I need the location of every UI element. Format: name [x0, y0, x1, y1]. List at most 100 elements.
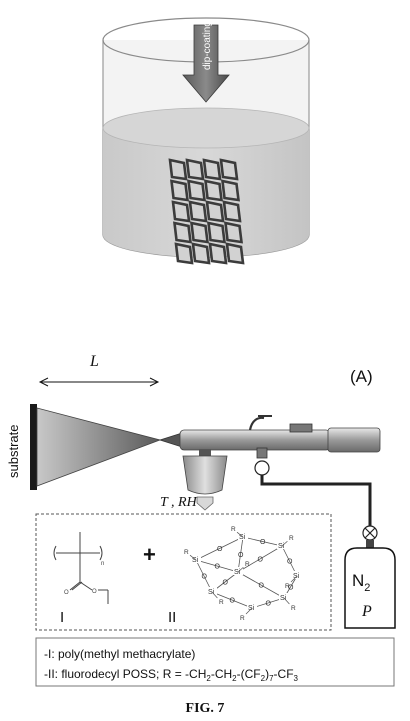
- mesh-cell: [172, 221, 193, 244]
- distance-label: L: [89, 353, 99, 370]
- poss-silicon-label: Si: [234, 569, 241, 576]
- mesh-cell: [188, 200, 208, 223]
- poss-r-bond: [281, 540, 288, 547]
- mesh-cell: [222, 200, 242, 223]
- poss-r-bond: [236, 531, 244, 538]
- component-2-numeral: II: [168, 609, 176, 626]
- poss-oxygen-label: O: [217, 546, 223, 553]
- poss-silicon-label: Si: [280, 595, 287, 602]
- svg-text:n: n: [101, 561, 104, 567]
- poss-atom-backdrop: [233, 567, 243, 575]
- poss-r-group-label: R: [219, 599, 224, 606]
- poss-r-group-label: R: [289, 535, 294, 542]
- mesh-cell: [208, 242, 228, 265]
- nitrogen-cylinder: N2 P: [344, 547, 396, 629]
- legend-box: [35, 637, 395, 687]
- poss-oxygen-label: O: [223, 580, 229, 587]
- dip-coating-arrow: [182, 24, 230, 103]
- spray-cone: [36, 407, 162, 487]
- poss-atom-backdrop: [207, 587, 217, 595]
- paint-reservoir: [182, 449, 228, 511]
- poss-r-bond: [283, 597, 290, 605]
- mesh-cell: [171, 200, 191, 223]
- air-hose: [254, 447, 378, 548]
- distance-arrow: [38, 377, 160, 387]
- poss-bond: [195, 559, 213, 593]
- dip-coating-panel: dip-coating: [102, 17, 310, 265]
- poss-atom-backdrop: [292, 571, 302, 579]
- poss-r-bond: [290, 575, 298, 583]
- poss-silicon-label: Si: [239, 534, 246, 541]
- mesh-cell: [205, 200, 225, 223]
- component-1-numeral: I: [60, 609, 64, 626]
- mesh-cell: [191, 242, 211, 265]
- poss-atom-backdrop: [238, 532, 248, 540]
- poss-bond: [237, 571, 285, 599]
- reservoir-conditions-label: T , RH: [160, 495, 198, 510]
- poss-atom-backdrop: [277, 541, 287, 549]
- mesh-cell: [174, 242, 194, 265]
- substrate-plate: [30, 404, 37, 490]
- mesh-cell: [203, 179, 224, 202]
- poss-r-group-label: R: [184, 549, 189, 556]
- poss-oxygen-label: O: [260, 539, 266, 546]
- legend-line-1: -I: poly(methyl methacrylate): [44, 647, 195, 661]
- poss-oxygen-label: O: [287, 559, 293, 566]
- svg-text:O: O: [64, 590, 69, 596]
- substrate-label: substrate: [6, 425, 21, 478]
- pmma-atoms: n O O: [64, 561, 104, 596]
- poss-silicon-label: Si: [192, 557, 199, 564]
- gas-label: N2: [352, 571, 370, 594]
- poss-silicon-label: Si: [278, 543, 285, 550]
- poss-r-group-label: R: [285, 583, 290, 590]
- poss-bond: [237, 545, 283, 573]
- poss-atom-backdrop: [279, 593, 289, 601]
- mesh-substrate: [168, 158, 245, 265]
- poss-oxygen-label: O: [258, 557, 264, 564]
- poss-r-bond: [237, 566, 244, 573]
- poss-r-bond: [189, 554, 197, 561]
- poss-atom-backdrop: [191, 555, 201, 563]
- mesh-cell: [225, 242, 245, 265]
- poss-structure: OOOOOOOOOOOOSiRSiRSiRSiRSiRSiRSiRSiR: [184, 526, 302, 622]
- poss-oxygen-label: O: [238, 552, 244, 559]
- mesh-cell: [223, 221, 244, 244]
- poss-oxygen-label: O: [230, 598, 236, 605]
- svg-text:O: O: [92, 589, 97, 595]
- poss-r-group-label: R: [240, 615, 245, 622]
- legend-line-2: -II: fluorodecyl POSS; R = -CH2-CH2-(CF2…: [44, 667, 299, 683]
- poss-r-bond: [211, 591, 218, 599]
- mesh-cell: [168, 158, 188, 181]
- mesh-cell: [202, 158, 222, 181]
- poss-oxygen-label: O: [259, 583, 265, 590]
- spray-coating-panel: (A) L substrate T , RH: [6, 353, 396, 716]
- figure-caption: FIG. 7: [186, 701, 225, 716]
- poss-bond: [237, 536, 244, 573]
- mesh-cell: [220, 179, 241, 202]
- poss-bond: [195, 559, 239, 573]
- liquid-surface: [102, 107, 310, 149]
- poss-r-group-label: R: [231, 526, 236, 533]
- plus-sign: +: [143, 542, 156, 567]
- mesh-cell: [219, 158, 239, 181]
- poss-silicon-label: Si: [208, 589, 215, 596]
- airbrush: [158, 415, 381, 453]
- poss-oxygen-label: O: [288, 585, 294, 592]
- poss-atom-backdrop: [247, 603, 257, 611]
- poss-oxygen-label: O: [215, 564, 221, 571]
- pmma-structure: [53, 532, 109, 604]
- poss-bond: [195, 536, 244, 561]
- panel-label: (A): [350, 367, 373, 386]
- structures-box: [35, 513, 332, 631]
- mesh-cell: [186, 179, 207, 202]
- poss-r-group-label: R: [245, 561, 250, 568]
- poss-oxygen-label: O: [202, 574, 208, 581]
- poss-oxygen-label: O: [266, 601, 272, 608]
- mesh-cell: [189, 221, 210, 244]
- mesh-cell: [185, 158, 205, 181]
- mesh-cell: [169, 179, 190, 202]
- poss-r-bond: [245, 607, 253, 615]
- pressure-label: P: [361, 603, 372, 620]
- poss-bond: [251, 597, 285, 609]
